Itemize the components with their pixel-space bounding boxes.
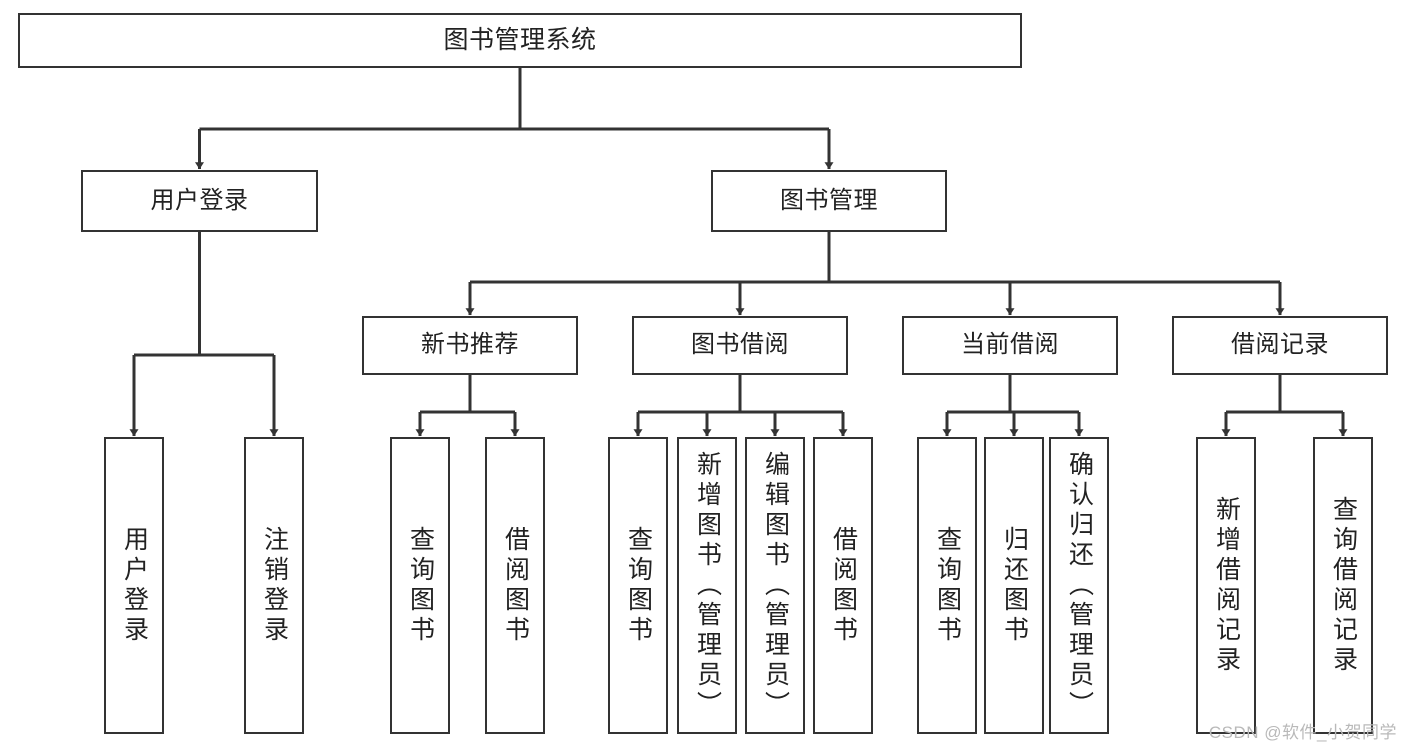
node-label-l_bbook1: 借阅图书 — [501, 525, 530, 646]
node-root[interactable]: 图书管理系统 — [18, 13, 1022, 68]
node-label-current: 当前借阅 — [961, 331, 1059, 359]
node-l_qbook2[interactable]: 查询图书 — [608, 437, 668, 734]
node-label-borrow: 图书借阅 — [691, 331, 789, 359]
node-l_qbook3[interactable]: 查询图书 — [917, 437, 977, 734]
node-newbook[interactable]: 新书推荐 — [362, 316, 578, 375]
node-label-l_return: 归还图书 — [1000, 525, 1029, 646]
node-label-bookmgmt: 图书管理 — [780, 186, 878, 214]
node-l_addbook[interactable]: 新增图书（管理员） — [677, 437, 737, 734]
watermark-text: CSDN @软件_小贺同学 — [1208, 723, 1397, 742]
node-label-l_qbook3: 查询图书 — [933, 525, 962, 646]
node-records[interactable]: 借阅记录 — [1172, 316, 1388, 375]
node-l_confirm[interactable]: 确认归还（管理员） — [1049, 437, 1109, 734]
node-current[interactable]: 当前借阅 — [902, 316, 1118, 375]
node-label-l_login: 用户登录 — [120, 525, 149, 646]
node-label-l_qrec: 查询借阅记录 — [1329, 495, 1358, 676]
node-l_logout[interactable]: 注销登录 — [244, 437, 304, 734]
node-label-l_logout: 注销登录 — [260, 525, 289, 646]
node-label-l_addrec: 新增借阅记录 — [1212, 495, 1241, 676]
node-l_editbook[interactable]: 编辑图书（管理员） — [745, 437, 805, 734]
node-l_qrec[interactable]: 查询借阅记录 — [1313, 437, 1373, 734]
node-l_bbook2[interactable]: 借阅图书 — [813, 437, 873, 734]
node-l_qbook1[interactable]: 查询图书 — [390, 437, 450, 734]
node-label-l_confirm: 确认归还（管理员） — [1065, 450, 1094, 721]
node-label-l_editbook: 编辑图书（管理员） — [761, 450, 790, 721]
node-l_addrec[interactable]: 新增借阅记录 — [1196, 437, 1256, 734]
node-bookmgmt[interactable]: 图书管理 — [711, 170, 947, 232]
node-label-l_bbook2: 借阅图书 — [829, 525, 858, 646]
node-l_login[interactable]: 用户登录 — [104, 437, 164, 734]
node-label-records: 借阅记录 — [1231, 331, 1329, 359]
node-borrow[interactable]: 图书借阅 — [632, 316, 848, 375]
node-l_return[interactable]: 归还图书 — [984, 437, 1044, 734]
node-label-l_addbook: 新增图书（管理员） — [693, 450, 722, 721]
node-label-login: 用户登录 — [150, 186, 249, 214]
node-label-newbook: 新书推荐 — [421, 331, 519, 359]
node-label-l_qbook2: 查询图书 — [624, 525, 653, 646]
node-label-root: 图书管理系统 — [443, 25, 597, 54]
edges-group — [129, 68, 1348, 437]
node-login[interactable]: 用户登录 — [81, 170, 318, 232]
node-l_bbook1[interactable]: 借阅图书 — [485, 437, 545, 734]
node-label-l_qbook1: 查询图书 — [406, 525, 435, 646]
